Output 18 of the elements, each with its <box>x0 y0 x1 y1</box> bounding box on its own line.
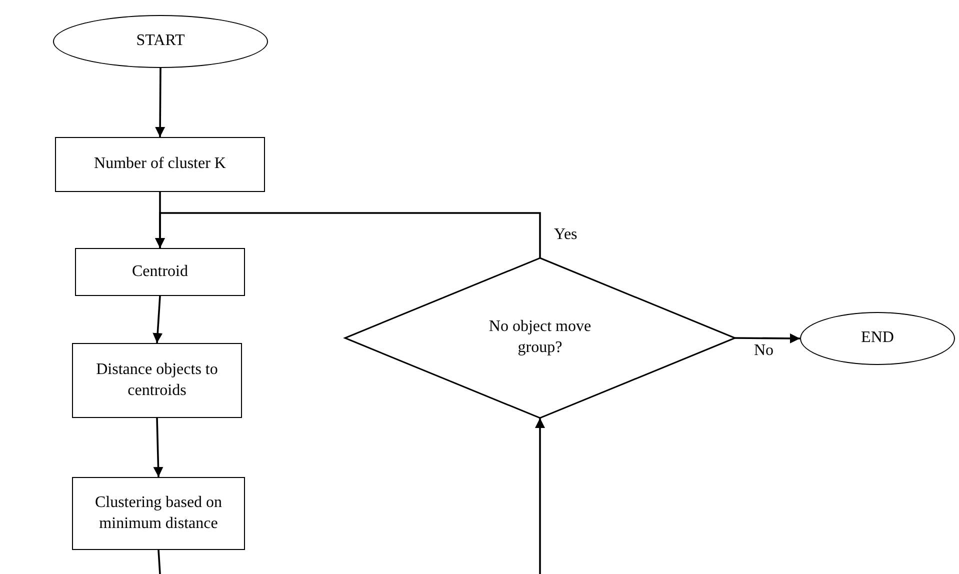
arrow <box>153 418 164 478</box>
node-label: START <box>136 31 185 52</box>
arrow <box>155 212 541 258</box>
process-box <box>72 343 242 418</box>
arrow <box>535 418 545 574</box>
process-box <box>55 137 265 192</box>
arrow <box>152 296 163 344</box>
node-label: No object move group? <box>488 317 592 358</box>
node-label: Centroid <box>132 262 188 282</box>
decision-diamond <box>345 258 735 418</box>
node-label: END <box>861 328 894 348</box>
arrow <box>155 68 166 137</box>
node-label: Number of cluster K <box>94 154 226 174</box>
node-label: Distance objects to centroids <box>95 360 219 400</box>
process-box <box>72 477 245 550</box>
arrow <box>735 333 800 344</box>
node-label: Clustering based on minimum distance <box>94 492 224 534</box>
process-box <box>75 248 245 296</box>
